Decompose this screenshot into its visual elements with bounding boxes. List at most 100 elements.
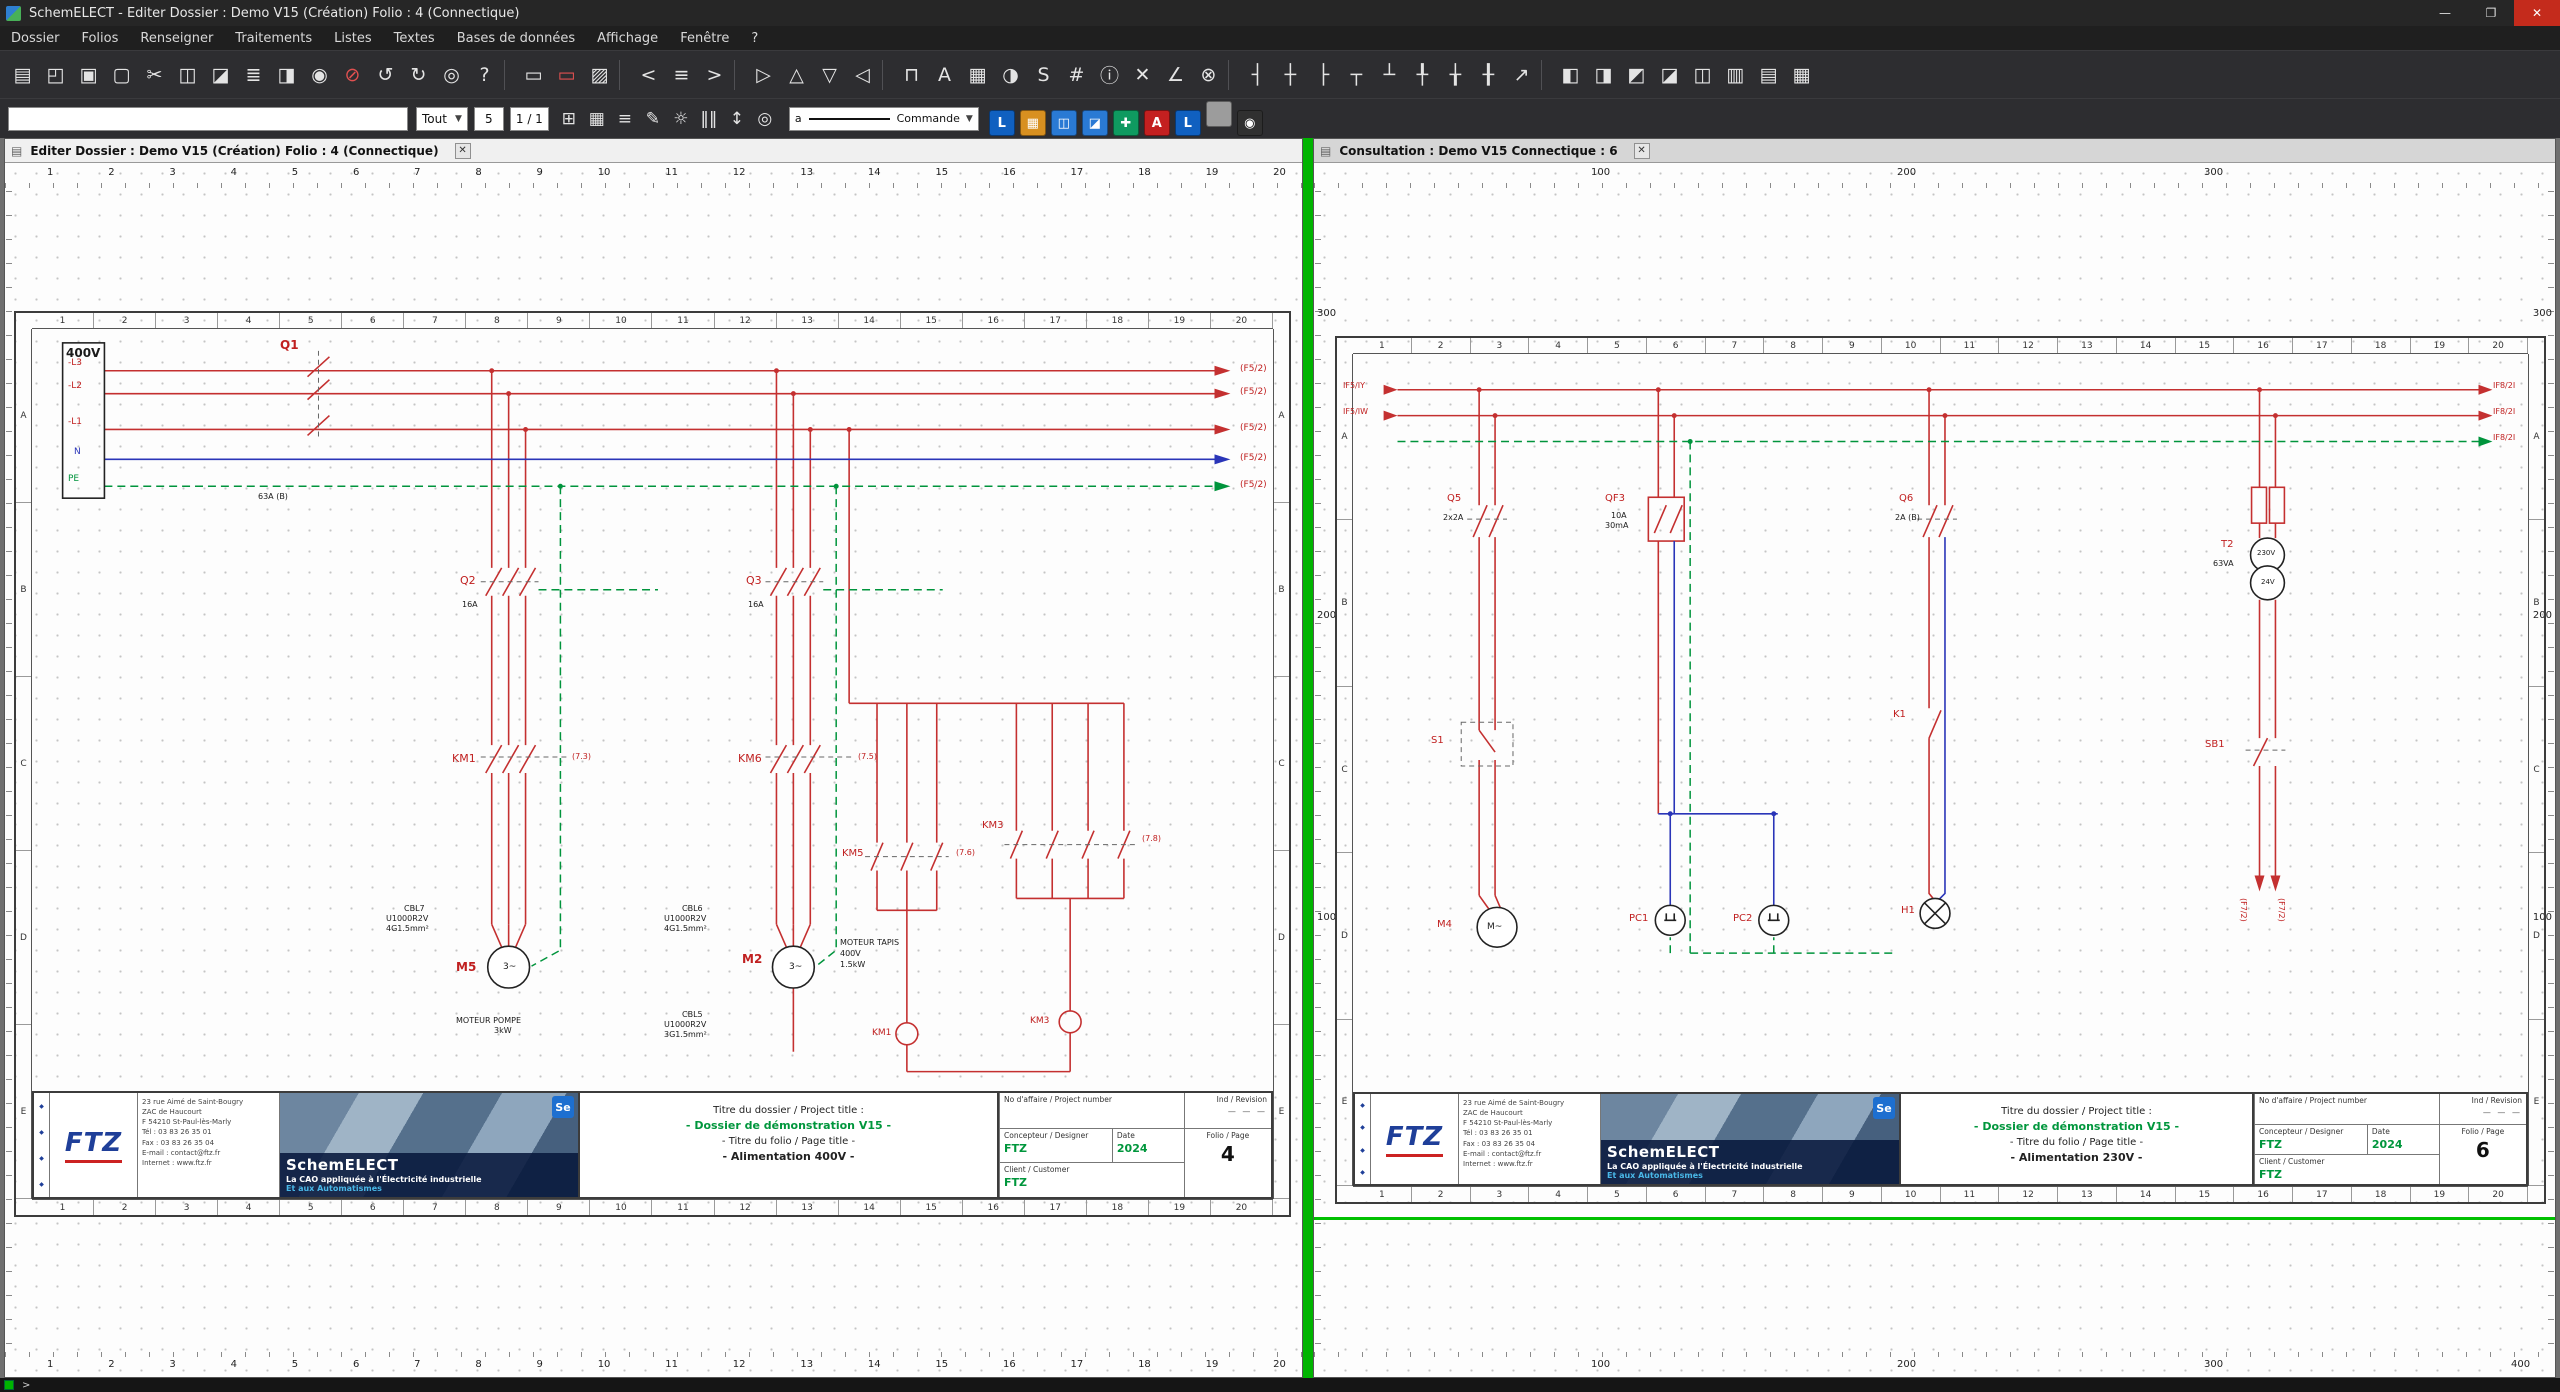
cut-icon[interactable]: ✂	[138, 57, 171, 93]
angle-icon[interactable]: ∠	[1159, 57, 1192, 93]
save-icon[interactable]: ▣	[72, 57, 105, 93]
link-icon[interactable]: ↗	[1505, 57, 1538, 93]
menu-traitements[interactable]: Traitements	[224, 26, 323, 50]
consultation-canvas[interactable]: 100200300 100200300400 300200100 3002001…	[1314, 163, 2555, 1377]
lamp-icon[interactable]: ☼	[667, 104, 695, 134]
nomenclature-icon[interactable]: ◩	[1620, 57, 1653, 93]
scale-icon[interactable]: ▦	[583, 104, 611, 134]
new-folio-icon[interactable]: ▤	[6, 57, 39, 93]
close-button[interactable]: ✕	[2514, 0, 2560, 26]
symbol-icon[interactable]: ⊓	[895, 57, 928, 93]
client-label: Client / Customer	[1004, 1165, 1180, 1174]
schematic-label: (F5/2)	[1240, 388, 1267, 397]
delete-icon[interactable]: ⊘	[336, 57, 369, 93]
menu-affichage[interactable]: Affichage	[586, 26, 669, 50]
schematic-label: KM3	[982, 821, 1004, 831]
bornier-icon[interactable]: ◪	[1653, 57, 1686, 93]
command-input[interactable]	[8, 107, 408, 131]
connect-cross-icon[interactable]: ┼	[1274, 57, 1307, 93]
summary-icon[interactable]: ▥	[1719, 57, 1752, 93]
pencil-icon[interactable]: ✎	[639, 104, 667, 134]
zone-icon[interactable]: ▭	[517, 57, 550, 93]
zone-delete-icon[interactable]: ▭	[550, 57, 583, 93]
print-preview-icon[interactable]: ◨	[270, 57, 303, 93]
selection-mode-icon[interactable]: ▢	[105, 57, 138, 93]
lines-icon[interactable]: ≡	[611, 104, 639, 134]
consultation-window-close[interactable]: ✕	[1634, 143, 1650, 159]
page-indicator-box[interactable]: 1 / 1	[510, 107, 549, 131]
cartouche-icon[interactable]: ▦	[961, 57, 994, 93]
connect-right-icon[interactable]: ├	[1307, 57, 1340, 93]
folio-title-label: - Titre du folio / Page title -	[1901, 1137, 2252, 1148]
filter-select[interactable]: Tout ▼	[416, 107, 468, 131]
info-icon[interactable]: ⓘ	[1093, 57, 1126, 93]
copy-icon[interactable]: ◫	[171, 57, 204, 93]
menu-listes[interactable]: Listes	[323, 26, 383, 50]
menu-dossier[interactable]: Dossier	[0, 26, 70, 50]
erase-icon[interactable]: ✕	[1126, 57, 1159, 93]
snapshot-tile-icon[interactable]: ◉	[1237, 110, 1263, 136]
connect-t-down-icon[interactable]: ╁	[1439, 57, 1472, 93]
wire-icon[interactable]: S	[1027, 57, 1060, 93]
refresh-icon[interactable]: ◎	[435, 57, 468, 93]
menu-fenetre[interactable]: Fenêtre	[669, 26, 740, 50]
fill-icon[interactable]: ◑	[994, 57, 1027, 93]
undo-icon[interactable]: ↺	[369, 57, 402, 93]
open-dossier-icon[interactable]: ◰	[39, 57, 72, 93]
grid-tool-icon[interactable]: #	[1060, 57, 1093, 93]
editor-canvas[interactable]: 1234567891011121314151617181920 12345678…	[5, 163, 1302, 1377]
connect-t-up-icon[interactable]: ╀	[1406, 57, 1439, 93]
editor-window-titlebar[interactable]: ▤ Editer Dossier : Demo V15 (Création) F…	[5, 139, 1302, 163]
print-icon[interactable]: ≣	[237, 57, 270, 93]
barcode-icon[interactable]: ‖‖	[695, 104, 723, 134]
mirror-icon[interactable]: ◁	[846, 57, 879, 93]
text-tool-icon[interactable]: A	[928, 57, 961, 93]
folio-report-icon[interactable]: ▤	[1752, 57, 1785, 93]
window-cascade-icon[interactable]: ◫	[1051, 110, 1077, 136]
consultation-window-titlebar[interactable]: ▤ Consultation : Demo V15 Connectique : …	[1314, 139, 2555, 163]
height-cursor-icon[interactable]: ↕	[723, 104, 751, 134]
layers-tile-icon[interactable]: L	[989, 110, 1015, 136]
menu-bases-de-donnees[interactable]: Bases de données	[446, 26, 586, 50]
lasso-icon[interactable]: △	[780, 57, 813, 93]
maximize-button[interactable]: ❐	[2468, 0, 2514, 26]
blank-tile-icon[interactable]	[1206, 101, 1232, 127]
menu-textes[interactable]: Textes	[383, 26, 446, 50]
minimize-button[interactable]: —	[2422, 0, 2468, 26]
stamp-icon[interactable]: ◉	[303, 57, 336, 93]
help-icon[interactable]: ?	[468, 57, 501, 93]
layout-tile-icon[interactable]: L	[1175, 110, 1201, 136]
new-view-icon[interactable]: ✚	[1113, 110, 1139, 136]
schematic-label: 3~	[503, 963, 516, 972]
page-number: 6	[2444, 1138, 2522, 1162]
zone-image-icon[interactable]: ▨	[583, 57, 616, 93]
window-tile-icon[interactable]: ◪	[1082, 110, 1108, 136]
connect-up-icon[interactable]: ┴	[1373, 57, 1406, 93]
pdf-export-icon[interactable]: A	[1144, 110, 1170, 136]
paste-icon[interactable]: ◪	[204, 57, 237, 93]
connect-left-icon[interactable]: ┤	[1241, 57, 1274, 93]
export-icon[interactable]: ▦	[1785, 57, 1818, 93]
folio-list-icon[interactable]: ≡	[665, 57, 698, 93]
pointer-icon[interactable]: ▷	[747, 57, 780, 93]
redo-icon[interactable]: ↻	[402, 57, 435, 93]
cable-list-icon[interactable]: ◫	[1686, 57, 1719, 93]
grid-icon[interactable]: ⊞	[555, 104, 583, 134]
connect-double-icon[interactable]: ╂	[1472, 57, 1505, 93]
image-tile-icon[interactable]: ▦	[1020, 110, 1046, 136]
menu-renseigner[interactable]: Renseigner	[129, 26, 224, 50]
previous-folio-icon[interactable]: <	[632, 57, 665, 93]
flip-icon[interactable]: ▽	[813, 57, 846, 93]
probe-icon[interactable]: ◎	[751, 104, 779, 134]
line-style-select[interactable]: a Commande ▼	[789, 107, 979, 131]
grid-scale-box[interactable]: 5	[474, 107, 504, 131]
menu-aide[interactable]: ?	[740, 26, 769, 50]
connect-down-icon[interactable]: ┬	[1340, 57, 1373, 93]
menu-folios[interactable]: Folios	[70, 26, 129, 50]
legend-icon[interactable]: ◨	[1587, 57, 1620, 93]
window-divider[interactable]	[1303, 138, 1313, 1378]
list-report-icon[interactable]: ◧	[1554, 57, 1587, 93]
next-folio-icon[interactable]: >	[698, 57, 731, 93]
hide-icon[interactable]: ⊗	[1192, 57, 1225, 93]
editor-window-close[interactable]: ✕	[455, 143, 471, 159]
